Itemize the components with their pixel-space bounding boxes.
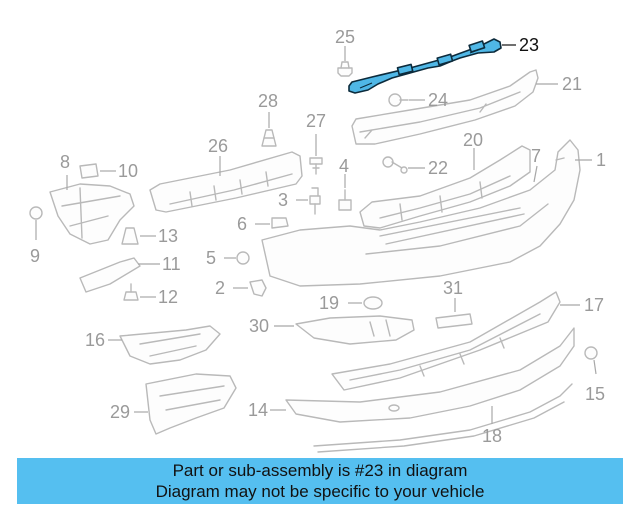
part-16 (119, 325, 221, 365)
callout-30[interactable]: 30 (249, 316, 269, 336)
callout-27[interactable]: 27 (306, 111, 326, 131)
callout-16[interactable]: 16 (85, 330, 105, 350)
callout-29[interactable]: 29 (110, 402, 130, 422)
part-14 (285, 327, 575, 423)
part-13 (121, 227, 139, 245)
callout-19[interactable]: 19 (319, 293, 339, 313)
callout-26[interactable]: 26 (208, 136, 228, 156)
part-25 (337, 61, 353, 77)
banner-line-1: Part or sub-assembly is #23 in diagram (172, 461, 468, 480)
part-6 (271, 217, 289, 229)
part-31 (435, 313, 473, 329)
part-24 (388, 93, 409, 107)
callout-25[interactable]: 25 (335, 27, 355, 47)
part-30 (295, 315, 415, 345)
callout-3[interactable]: 3 (278, 190, 288, 210)
part-5 (236, 251, 250, 265)
callout-1[interactable]: 1 (596, 150, 606, 170)
banner-line-2: Diagram may not be specific to your vehi… (155, 482, 485, 501)
part-10 (79, 163, 99, 179)
callout-17[interactable]: 17 (584, 295, 604, 315)
callout-15[interactable]: 15 (585, 384, 605, 404)
part-3 (309, 187, 321, 215)
callout-12[interactable]: 12 (158, 287, 178, 307)
part-17 (331, 291, 561, 391)
parts-diagram: 23 25 21 24 28 27 26 20 (29, 27, 606, 453)
part-29 (145, 373, 237, 435)
part-18 (313, 383, 573, 453)
part-19 (363, 296, 383, 310)
info-banner: Part or sub-assembly is #23 in diagram D… (17, 458, 623, 504)
callout-10[interactable]: 10 (118, 161, 138, 181)
callout-5[interactable]: 5 (206, 248, 216, 268)
callout-18[interactable]: 18 (482, 426, 502, 446)
part-20 (359, 145, 531, 229)
part-22 (382, 156, 408, 174)
callout-31[interactable]: 31 (443, 278, 463, 298)
callout-4[interactable]: 4 (339, 156, 349, 176)
part-8 (49, 183, 135, 245)
callout-7[interactable]: 7 (531, 146, 541, 166)
part-9 (29, 206, 43, 220)
callout-6[interactable]: 6 (237, 214, 247, 234)
callout-11[interactable]: 11 (162, 254, 181, 274)
callout-13[interactable]: 13 (158, 226, 178, 246)
callout-21[interactable]: 21 (562, 74, 582, 94)
part-26 (149, 151, 303, 213)
part-4 (338, 189, 352, 211)
part-28 (261, 129, 277, 147)
callout-9[interactable]: 9 (30, 246, 40, 266)
part-27 (309, 157, 323, 175)
callout-2[interactable]: 2 (215, 278, 225, 298)
callout-22[interactable]: 22 (428, 158, 448, 178)
callout-23[interactable]: 23 (519, 35, 539, 55)
part-21 (351, 69, 539, 145)
part-2 (249, 279, 267, 297)
part-23-highlighted[interactable] (348, 38, 502, 94)
callout-24[interactable]: 24 (428, 90, 448, 110)
part-12 (123, 283, 139, 301)
part-1-bumper-cover (261, 139, 581, 287)
callout-28[interactable]: 28 (258, 91, 278, 111)
callout-8[interactable]: 8 (60, 152, 70, 172)
callout-20[interactable]: 20 (463, 130, 483, 150)
part-11 (79, 257, 141, 293)
callout-14[interactable]: 14 (248, 400, 268, 420)
part-15 (584, 346, 598, 360)
